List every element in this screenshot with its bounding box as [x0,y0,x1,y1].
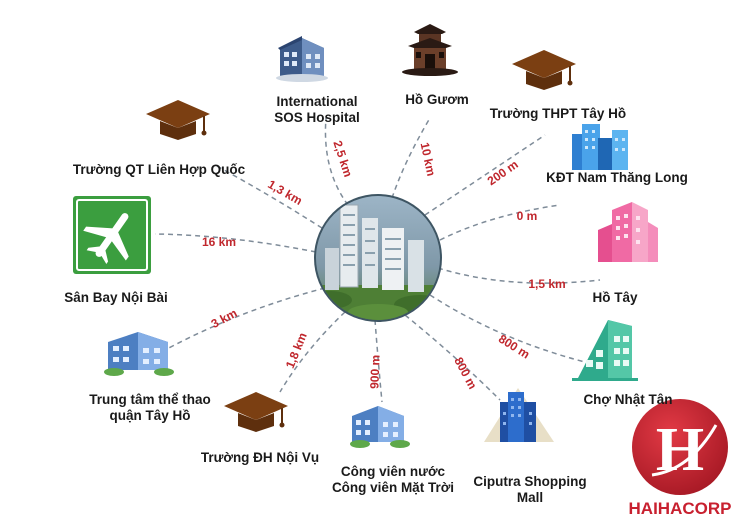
spoke-sos [324,117,349,206]
building-icon [276,36,328,82]
location-label-sanbay: Sân Bay Nội Bài [46,290,186,306]
location-label-congvien: Công viên nước Công viên Mặt Trời [318,464,468,496]
label-text: Trung tâm thể thao quận Tây Hồ [89,392,211,423]
location-label-ciputra: Ciputra Shopping Mall [460,474,600,506]
location-label-lhq: Trường QT Liên Hợp Quốc [64,162,254,178]
location-label-thpt: Trường THPT Tây Hồ [478,106,638,122]
graduation-cap-icon [512,50,576,90]
location-label-kdt: KĐT Nam Thăng Long [532,170,702,186]
spoke-sanbay [154,233,317,253]
graduation-cap-icon [224,392,288,432]
label-text: KĐT Nam Thăng Long [546,170,688,185]
label-text: Trường QT Liên Hợp Quốc [72,162,246,177]
spokes [154,117,601,403]
airplane-icon [73,196,151,274]
location-label-sos: International SOS Hospital [262,94,372,126]
distance-label-noivu: 1,8 km [283,331,310,371]
logo-letter: H [656,416,704,484]
distance-label-hoguom: 10 km [418,141,439,177]
building-icon [104,332,174,376]
spoke-kdt [439,204,561,241]
brand-logo: H [632,399,728,495]
label-text: International SOS Hospital [274,94,360,125]
label-text: Chợ Nhật Tân [583,392,673,407]
spoke-hotay [437,267,601,284]
spoke-congvien [374,319,383,403]
spoke-ciputra [404,314,501,401]
label-text: Hồ Tây [592,290,638,305]
label-text: Sân Bay Nội Bài [64,290,168,305]
buildings-icon [572,124,628,170]
distance-label-hotay: 1,5 km [528,277,565,291]
pagoda-icon [402,24,458,76]
location-label-thethao: Trung tâm thể thao quận Tây Hồ [80,392,220,424]
brand-name: HAIHACORP [629,499,732,518]
distance-label-sanbay: 16 km [202,235,236,249]
graduation-cap-icon [146,100,210,140]
label-text: Trường THPT Tây Hồ [489,106,627,121]
distance-label-lhq: 1,3 km [265,177,304,208]
location-label-noivu: Trường ĐH Nội Vụ [190,450,330,466]
distance-label-thpt: 200 m [485,157,521,188]
spoke-noivu [279,311,346,393]
distance-label-cho: 800 m [496,332,532,362]
distance-label-thethao: 3 km [209,306,240,331]
mall-icon [484,388,554,442]
spoke-thethao [164,287,326,351]
location-label-hoguom: Hồ Gươm [392,92,482,108]
distance-label-congvien: 900 m [367,355,382,389]
building-icon [572,320,638,381]
location-label-cho: Chợ Nhật Tân [568,392,688,408]
spoke-lhq [214,164,323,229]
project-image [314,194,442,322]
spoke-thpt [424,134,546,216]
spoke-cho [429,294,586,363]
distance-label-sos: 2,5 km [330,139,355,179]
label-text: Ciputra Shopping Mall [473,474,587,505]
distance-label-ciputra: 800 m [451,355,479,392]
label-text: Trường ĐH Nội Vụ [200,450,320,465]
label-text: Công viên nước Công viên Mặt Trời [331,464,455,495]
distance-label-kdt: 0 m [517,209,538,223]
buildings-icon [598,202,658,262]
building-icon [350,406,410,448]
location-label-hotay: Hồ Tây [575,290,655,306]
label-text: Hồ Gươm [405,92,469,107]
